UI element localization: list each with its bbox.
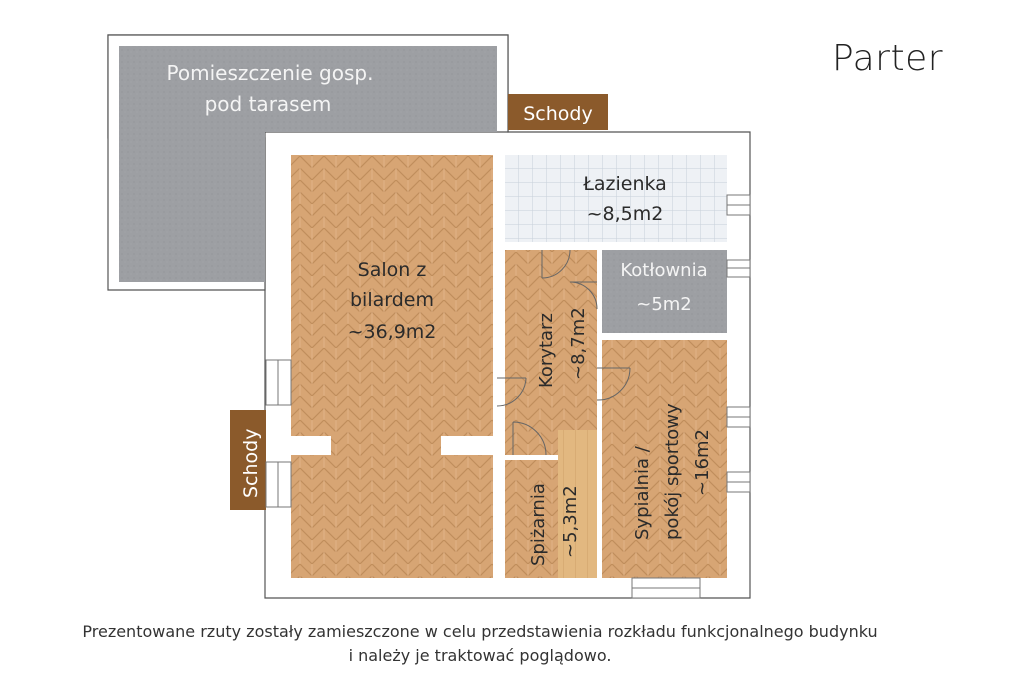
stairs-top — [508, 94, 608, 130]
storage-under-terrace-room — [119, 46, 497, 282]
boiler-room — [602, 250, 727, 333]
disclaimer-line1: Prezentowane rzuty zostały zamieszczone … — [82, 622, 878, 641]
corridor-label: Korytarz — [536, 313, 557, 388]
bathroom-label: Łazienka — [582, 173, 667, 195]
page-title: Parter — [832, 38, 944, 79]
stairs-top-label: Schody — [523, 103, 592, 125]
disclaimer-caption: Prezentowane rzuty zostały zamieszczone … — [0, 620, 960, 668]
stairs-left-label: Schody — [240, 429, 262, 498]
boiler-room-label: Kotłownia — [620, 260, 707, 281]
storage-label-line2: pod tarasem — [205, 92, 332, 116]
windows — [265, 194, 751, 599]
living-room-label-line1: Salon z — [358, 259, 427, 281]
stairs-left — [230, 410, 266, 510]
bathroom — [505, 155, 727, 242]
boiler-room-area: ~5m2 — [636, 294, 692, 315]
pantry-area: ~5,3m2 — [560, 485, 581, 558]
living-room-area: ~36,9m2 — [348, 321, 437, 343]
disclaimer-line2: i należy je traktować poglądowo. — [348, 646, 612, 665]
storage-label-line1: Pomieszczenie gosp. — [167, 61, 374, 85]
bedroom-label-line2: pokój sportowy — [662, 403, 683, 540]
bedroom-area: ~16m2 — [692, 429, 713, 496]
pantry-label: Spiżarnia — [528, 483, 549, 566]
living-room — [291, 155, 493, 578]
doors — [496, 249, 631, 456]
corridor-area: ~8,7m2 — [568, 307, 589, 380]
bathroom-area: ~8,5m2 — [587, 203, 664, 225]
bedroom — [602, 340, 727, 578]
living-room-label-line2: bilardem — [350, 289, 434, 311]
bedroom-label-line1: Sypialnia / — [632, 445, 653, 540]
pantry-shelf — [558, 430, 597, 578]
